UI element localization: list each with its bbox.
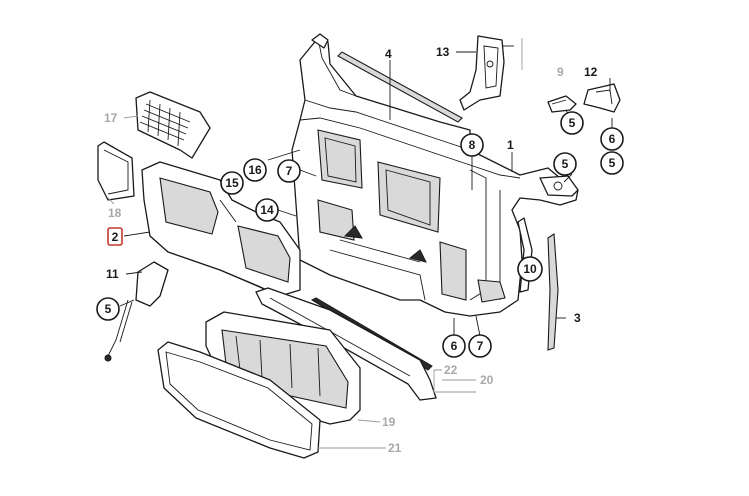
callout-label: 7 xyxy=(477,339,484,353)
top-seal-strip-part xyxy=(337,51,463,123)
callout-label: 18 xyxy=(108,206,122,220)
callout-label: 12 xyxy=(584,65,598,79)
callout-label: 17 xyxy=(104,111,118,125)
callout-label: 6 xyxy=(609,132,616,146)
callout-label: 9 xyxy=(557,65,564,79)
callout-label: 6 xyxy=(451,339,458,353)
seal-ring-21-part xyxy=(157,341,321,459)
callout-10[interactable]: 10 xyxy=(517,256,543,282)
label-3[interactable]: 3 xyxy=(574,311,581,325)
callout-label: 16 xyxy=(248,163,262,177)
label-1[interactable]: 1 xyxy=(507,138,514,152)
label-12[interactable]: 12 xyxy=(584,65,598,79)
callout-label: 7 xyxy=(286,164,293,178)
callout-5-right[interactable]: 5 xyxy=(553,152,577,176)
air-duct-2-part xyxy=(141,161,301,297)
callout-label: 5 xyxy=(609,156,616,170)
callout-5-bracket12[interactable]: 5 xyxy=(600,151,624,175)
callout-6-bracket12[interactable]: 6 xyxy=(600,127,624,151)
callout-label: 15 xyxy=(225,176,239,190)
leader-lines xyxy=(107,38,613,449)
label-4[interactable]: 4 xyxy=(385,47,392,61)
callout-label: 1 xyxy=(507,138,514,152)
grille-17-part xyxy=(135,91,211,159)
front-carrier-part xyxy=(291,33,579,317)
label-19[interactable]: 19 xyxy=(382,415,396,429)
lower-duct-19-part xyxy=(205,311,361,425)
callout-15[interactable]: 15 xyxy=(220,171,244,195)
label-13[interactable]: 13 xyxy=(436,45,450,59)
bracket-12-part xyxy=(583,83,621,113)
callout-label: 5 xyxy=(105,302,112,316)
callout-label: 11 xyxy=(106,267,119,281)
bracket-13-part xyxy=(459,35,514,111)
label-2-highlighted[interactable]: 2 xyxy=(107,227,123,246)
callout-5-left[interactable]: 5 xyxy=(96,297,120,321)
side-seal-3-part xyxy=(547,233,559,351)
callout-label: 4 xyxy=(385,47,392,61)
lower-bracket-11-part xyxy=(104,261,169,362)
callout-label: 5 xyxy=(569,116,576,130)
label-18[interactable]: 18 xyxy=(108,206,122,220)
callout-label: 22 xyxy=(444,363,458,377)
callout-label: 10 xyxy=(523,262,537,276)
label-21[interactable]: 21 xyxy=(388,441,402,455)
callout-label: 8 xyxy=(469,138,476,152)
callout-5-bracket9[interactable]: 5 xyxy=(560,111,584,135)
label-9[interactable]: 9 xyxy=(557,65,564,79)
small-bracket-9-part xyxy=(547,95,577,113)
label-11[interactable]: 11 xyxy=(106,267,119,281)
callout-8[interactable]: 8 xyxy=(460,133,484,157)
callout-label: 14 xyxy=(260,203,274,217)
label-17[interactable]: 17 xyxy=(104,111,118,125)
callout-label: 13 xyxy=(436,45,450,59)
callout-14[interactable]: 14 xyxy=(255,198,279,222)
callout-label: 2 xyxy=(112,230,119,244)
panel-18-part xyxy=(97,141,135,201)
callout-6-lower[interactable]: 6 xyxy=(442,334,466,358)
callout-16[interactable]: 16 xyxy=(243,158,267,182)
lower-strip-22-part xyxy=(255,287,437,401)
callout-7-lower[interactable]: 7 xyxy=(468,334,492,358)
callout-label: 3 xyxy=(574,311,581,325)
label-22[interactable]: 22 xyxy=(444,363,458,377)
callout-7-upper[interactable]: 7 xyxy=(277,159,301,183)
label-20[interactable]: 20 xyxy=(480,373,494,387)
callout-label: 20 xyxy=(480,373,494,387)
callout-label: 19 xyxy=(382,415,396,429)
callout-label: 21 xyxy=(388,441,402,455)
callout-label: 5 xyxy=(562,157,569,171)
